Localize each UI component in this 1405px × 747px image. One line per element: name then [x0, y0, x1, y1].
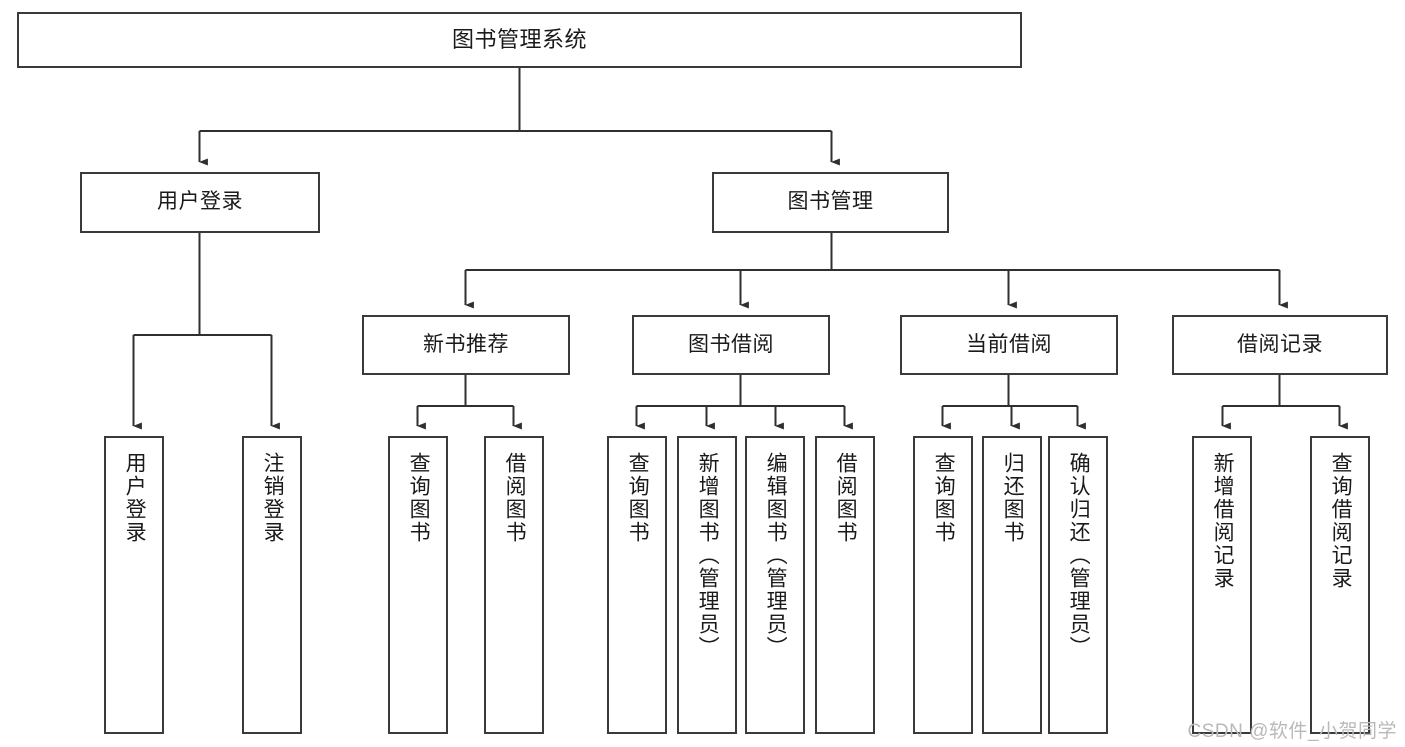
- node-leaf-query-book-1[interactable]: 查询图书: [388, 436, 448, 734]
- node-leaf-borrow-book-1[interactable]: 借阅图书: [484, 436, 544, 734]
- node-leaf-query-book-2-label: 查询图书: [626, 452, 650, 544]
- node-leaf-query-book-1-label: 查询图书: [407, 452, 431, 544]
- node-leaf-user-login-label: 用户登录: [123, 452, 147, 544]
- node-book-manage[interactable]: 图书管理: [712, 172, 949, 233]
- node-leaf-return-book-label: 归还图书: [1001, 452, 1025, 544]
- node-book-manage-label: 图书管理: [787, 190, 874, 214]
- csdn-watermark: CSDN @软件_小贺同学: [1187, 721, 1397, 742]
- node-new-book-recommend-label: 新书推荐: [423, 332, 509, 356]
- node-leaf-edit-book-label: 编辑图书（管理员）: [764, 452, 788, 659]
- node-leaf-logout-login[interactable]: 注销登录: [242, 436, 302, 734]
- node-leaf-return-book[interactable]: 归还图书: [982, 436, 1042, 734]
- node-leaf-borrow-book-2-label: 借阅图书: [834, 452, 858, 544]
- node-user-login-label: 用户登录: [157, 190, 243, 214]
- node-leaf-add-record-label: 新增借阅记录: [1211, 452, 1235, 590]
- node-leaf-user-login[interactable]: 用户登录: [104, 436, 164, 734]
- node-current-borrow-label: 当前借阅: [966, 332, 1052, 356]
- node-borrow-record[interactable]: 借阅记录: [1172, 315, 1388, 375]
- node-book-borrow-label: 图书借阅: [688, 332, 774, 356]
- node-leaf-borrow-book-2[interactable]: 借阅图书: [815, 436, 875, 734]
- node-leaf-query-book-2[interactable]: 查询图书: [607, 436, 667, 734]
- node-leaf-query-record-label: 查询借阅记录: [1329, 452, 1353, 590]
- node-leaf-query-record[interactable]: 查询借阅记录: [1310, 436, 1370, 734]
- node-leaf-add-record[interactable]: 新增借阅记录: [1192, 436, 1252, 734]
- node-root-system-label: 图书管理系统: [451, 27, 587, 53]
- node-current-borrow[interactable]: 当前借阅: [900, 315, 1118, 375]
- node-new-book-recommend[interactable]: 新书推荐: [362, 315, 570, 375]
- node-leaf-confirm-return-label: 确认归还（管理员）: [1067, 452, 1091, 659]
- node-user-login[interactable]: 用户登录: [80, 172, 320, 233]
- node-leaf-query-book-3-label: 查询图书: [932, 452, 956, 544]
- node-root-system[interactable]: 图书管理系统: [17, 12, 1022, 68]
- node-leaf-logout-login-label: 注销登录: [261, 452, 285, 544]
- node-leaf-borrow-book-1-label: 借阅图书: [503, 452, 527, 544]
- node-leaf-add-book[interactable]: 新增图书（管理员）: [677, 436, 737, 734]
- node-leaf-edit-book[interactable]: 编辑图书（管理员）: [745, 436, 805, 734]
- node-leaf-query-book-3[interactable]: 查询图书: [913, 436, 973, 734]
- node-leaf-confirm-return[interactable]: 确认归还（管理员）: [1048, 436, 1108, 734]
- node-book-borrow[interactable]: 图书借阅: [632, 315, 830, 375]
- node-leaf-add-book-label: 新增图书（管理员）: [696, 452, 720, 659]
- node-borrow-record-label: 借阅记录: [1237, 332, 1323, 356]
